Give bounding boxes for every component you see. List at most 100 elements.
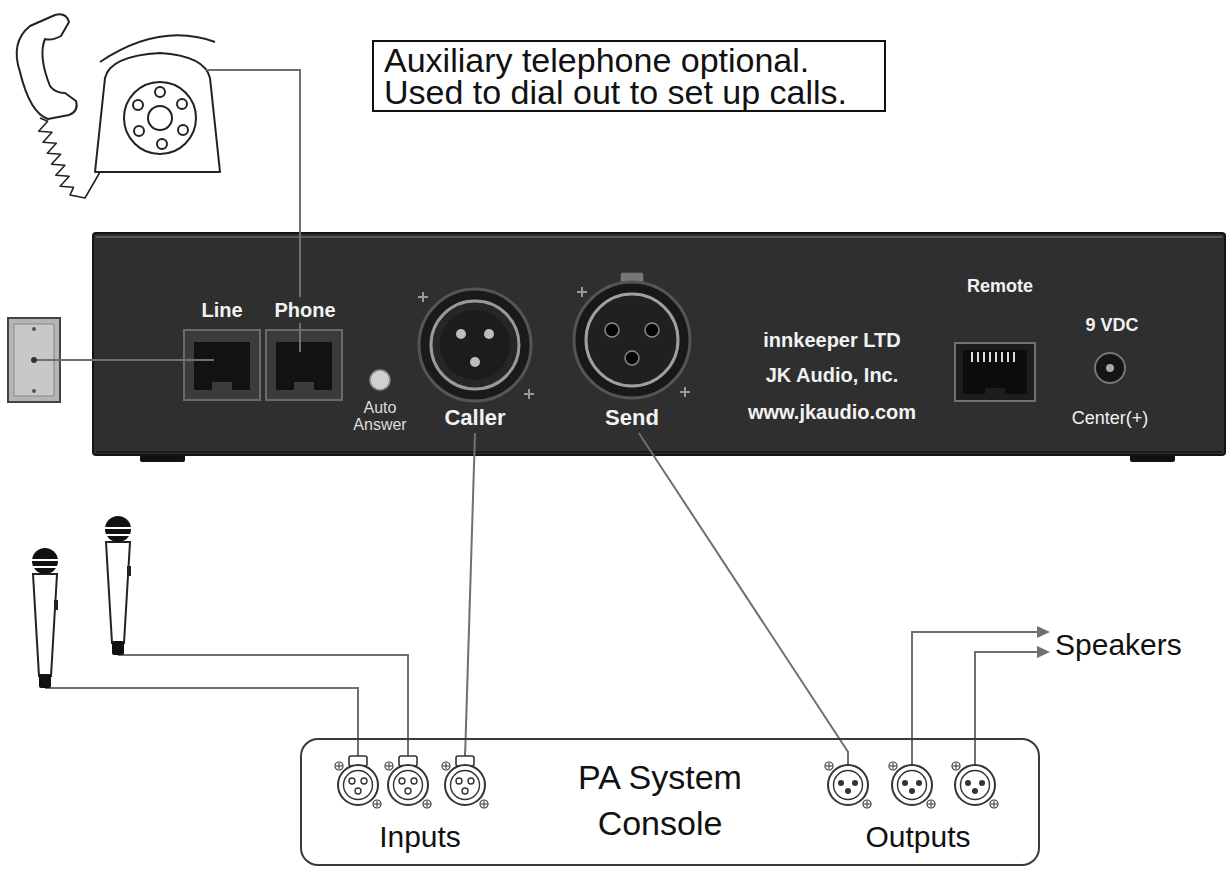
group-label: Inputs [379, 820, 461, 854]
web-address: www.jkaudio.com [748, 399, 916, 425]
xlr-socket [645, 323, 659, 337]
xlr-input-connector [385, 756, 431, 808]
rj45-jack-body [955, 343, 1035, 401]
rj11-jack-opening [276, 342, 332, 390]
xlr-pin [456, 329, 466, 339]
wall-plate-socket [31, 357, 37, 363]
panel-edge [96, 451, 1222, 453]
phone-dial-hole [157, 139, 167, 149]
xlr-input-connector [335, 756, 381, 808]
group-label: Outputs [865, 820, 970, 854]
panel-screw [418, 292, 534, 399]
mic-grille-band [33, 566, 57, 568]
button-label: Auto Answer [347, 399, 413, 433]
mic-switch [54, 600, 58, 610]
rj45-jack-opening [963, 350, 1027, 394]
mic-switch [127, 566, 131, 576]
phone-jack: Phone [265, 294, 347, 402]
power-jack: 9 VDC Center(+) [1062, 308, 1162, 432]
rj45-jack-key [985, 388, 1005, 394]
jack-label: Send [605, 404, 659, 432]
phone-dial-hole [178, 125, 188, 135]
cable-stub [847, 751, 849, 765]
output-connectors: Outputs [812, 752, 1007, 862]
console-title: PA System Console [545, 754, 775, 846]
phone-coiled-cord [39, 118, 100, 198]
xlr-output-connector [825, 762, 871, 808]
signal-cable [639, 433, 848, 752]
microphone-icon [32, 548, 58, 688]
phone-dial-hole [177, 99, 187, 109]
arrowhead [1037, 646, 1050, 658]
phone-base [95, 53, 220, 172]
dc-power-pin [1106, 364, 1114, 372]
note-text: Auxiliary telephone optional. Used to di… [384, 44, 874, 108]
xlr-male-ring [431, 301, 519, 389]
mic-body [106, 542, 130, 643]
wall-plate-screw [32, 327, 36, 331]
mic-body [33, 574, 57, 676]
xlr-pin [470, 357, 480, 367]
rj45-contacts [972, 352, 1014, 362]
xlr-output-connector [952, 762, 998, 808]
model-name: innkeeper LTD [763, 327, 900, 353]
dc-power-jack [1095, 353, 1125, 383]
device-panel [93, 233, 1225, 455]
wall-plate-screw [32, 389, 36, 393]
xlr-pin [484, 329, 494, 339]
speakers-label: Speakers [1055, 627, 1182, 663]
phone-dial-hole [133, 100, 143, 110]
phone-cradle [100, 35, 215, 62]
rj11-jack-body [184, 330, 260, 400]
note-box: Auxiliary telephone optional. Used to di… [372, 40, 886, 112]
xlr-socket [605, 323, 619, 337]
jack-label: Remote [967, 274, 1033, 298]
panel-screw [577, 287, 690, 397]
phone-dial-hole [155, 87, 165, 97]
telephone-icon [17, 14, 220, 198]
rj11-jack-opening [194, 342, 250, 390]
remote-jack: Remote [950, 270, 1042, 404]
mic-cable [45, 688, 358, 764]
xlr-male-well [440, 310, 510, 380]
wires [37, 70, 1040, 766]
phone-handset [17, 14, 77, 119]
send-xlr-jack: Send [570, 270, 695, 433]
caller-xlr-jack: Caller [415, 285, 535, 433]
rj11-jack-body [266, 330, 342, 400]
polarity-label: Center(+) [1072, 406, 1149, 430]
phone-dial [124, 82, 196, 154]
arrowhead [1037, 626, 1050, 638]
speaker-cable [912, 632, 1040, 766]
jack-label: Phone [271, 297, 338, 323]
xlr-male-flange [419, 289, 531, 401]
phone-dial-center [148, 106, 172, 130]
mic-cable [118, 655, 408, 764]
jack-label: Caller [444, 404, 505, 432]
xlr-female-flange [574, 282, 690, 398]
device-housing [93, 233, 1225, 462]
input-connectors: Inputs [332, 752, 512, 862]
xlr-input-connector [442, 756, 488, 808]
panel-highlight [96, 236, 1222, 238]
xlr-socket [625, 351, 639, 365]
voltage-label: 9 VDC [1085, 313, 1138, 337]
signal-cable [465, 433, 475, 752]
xlr-female-ring [586, 294, 678, 386]
phone-dial-hole [134, 126, 144, 136]
mic-grille-band [32, 559, 58, 561]
mic-tip [112, 641, 124, 655]
mic-head [32, 548, 58, 574]
mic-grille-band [105, 527, 131, 529]
maker-name: JK Audio, Inc. [766, 362, 899, 388]
rj11-jack-key [212, 382, 232, 390]
pa-console: Inputs Outputs PA System Console [300, 738, 1040, 866]
xlr-output-connector [889, 762, 935, 808]
line-jack: Line [180, 294, 265, 402]
auto-answer-button [370, 370, 390, 390]
microphone-icon [105, 516, 131, 655]
wall-line-cord [37, 359, 214, 361]
